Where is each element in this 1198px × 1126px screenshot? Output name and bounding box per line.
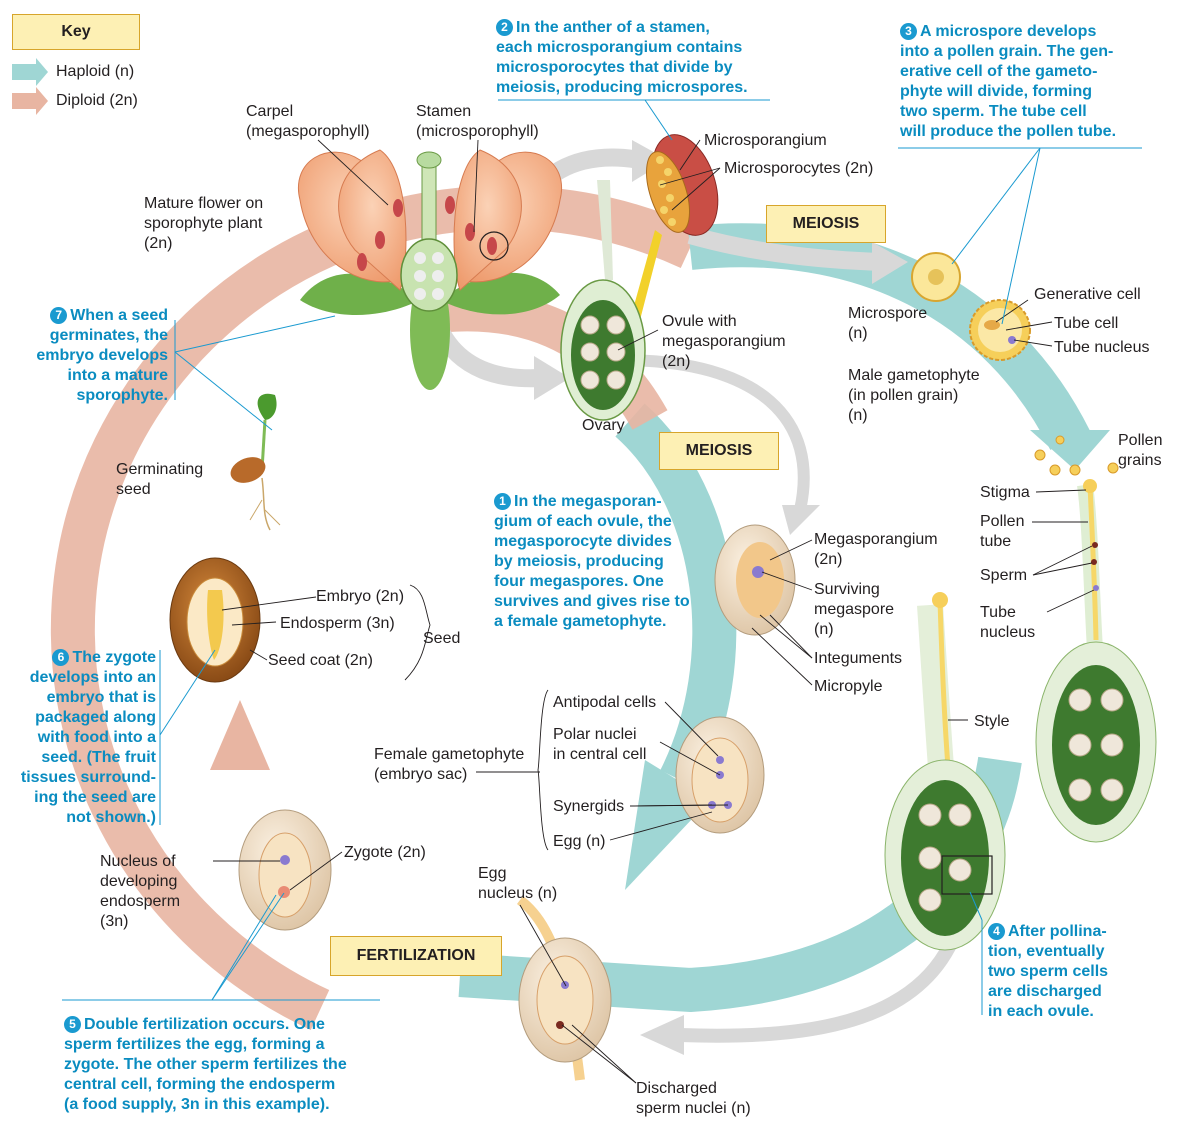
step-2-badge: 2 xyxy=(496,19,513,36)
male-gametophyte-label: Male gametophyte (in pollen grain) (n) xyxy=(848,367,980,424)
step-5-badge: 5 xyxy=(64,1016,81,1033)
grey-arrowhead-megasporangium xyxy=(782,505,820,535)
microspore-label: Microspore (n) xyxy=(848,305,928,342)
meiosis-male-box: MEIOSIS xyxy=(766,205,886,243)
fertilization-ovule xyxy=(516,896,612,1081)
mature-flower xyxy=(298,149,562,390)
germinating-seed-label: Germinating seed xyxy=(116,461,204,498)
megasporangium-ovule xyxy=(714,524,796,636)
seed xyxy=(169,557,261,683)
ovary-with-ovules xyxy=(560,180,646,421)
carpel-label: Carpel (megasporophyll) xyxy=(246,103,370,140)
step-6-badge: 6 xyxy=(52,649,70,666)
antipodal-cells-label: Antipodal cells xyxy=(553,694,657,711)
step-1-badge: 1 xyxy=(494,493,511,510)
ovule-label: Ovule with megasporangium (2n) xyxy=(662,313,786,370)
meiosis-female-box: MEIOSIS xyxy=(659,432,779,470)
sperm-label: Sperm xyxy=(980,567,1028,584)
diploid-arrowhead-left xyxy=(210,700,270,770)
endosperm-label: Endosperm (3n) xyxy=(280,615,395,632)
mature-flower-label: Mature flower on sporophyte plant (2n) xyxy=(144,195,264,252)
seed-label: Seed xyxy=(423,630,461,647)
haploid-key-label: Haploid (n) xyxy=(56,63,135,80)
haploid-arrowhead-male xyxy=(1030,430,1110,470)
egg-nucleus-label: Egg nucleus (n) xyxy=(478,865,558,902)
seed-coat-label: Seed coat (2n) xyxy=(268,652,373,669)
megasporangium-label: Megasporangium (2n) xyxy=(814,531,938,568)
step-3-badge: 3 xyxy=(900,23,917,40)
embryo-label: Embryo (2n) xyxy=(316,588,405,605)
egg-label: Egg (n) xyxy=(553,833,606,850)
microspore xyxy=(911,252,961,302)
step-5-text: Double fertilization occurs. One sperm f… xyxy=(64,1016,347,1113)
tube-cell-label: Tube cell xyxy=(1054,315,1119,332)
surviving-megaspore-label: Surviving megaspore (n) xyxy=(814,581,895,638)
polar-nuclei-label: Polar nuclei in central cell xyxy=(553,726,647,763)
pollen-grains-label: Pollen grains xyxy=(1118,432,1163,469)
discharged-sperm-label: Discharged sperm nuclei (n) xyxy=(636,1080,751,1117)
pollinated-pistil xyxy=(1034,435,1157,843)
step-6-text: The zygote develops into an embryo that … xyxy=(20,649,156,826)
haploid-key-arrow xyxy=(12,58,48,86)
callout-lines xyxy=(62,99,1142,1015)
female-gametophyte-label: Female gametophyte (embryo sac) xyxy=(374,746,525,783)
grey-arrowhead-ovary xyxy=(534,356,570,400)
step-7-text: When a seed germinates, the embryo devel… xyxy=(36,307,168,404)
grey-arrow-to-discharge xyxy=(679,917,967,1043)
tube-nucleus-label: Tube nucleus xyxy=(980,604,1036,641)
leader-lines xyxy=(213,139,1095,1084)
style-label: Style xyxy=(974,713,1010,730)
synergids-label: Synergids xyxy=(553,798,625,815)
diploid-key-arrow xyxy=(12,87,48,115)
stamen-label: Stamen (microsporophyll) xyxy=(416,103,539,140)
ovary-label: Ovary xyxy=(582,417,625,434)
zygote-label: Zygote (2n) xyxy=(344,844,426,861)
zygote-ovule xyxy=(238,809,332,931)
generative-cell-label: Generative cell xyxy=(1034,286,1141,303)
integuments-label: Integuments xyxy=(814,650,903,667)
step-4-text: After pollina- tion, eventually two sper… xyxy=(988,923,1109,1020)
pollen-tube-label: Pollen tube xyxy=(980,513,1025,550)
pollen-grain xyxy=(969,299,1031,361)
step-7-badge: 7 xyxy=(50,307,68,324)
stigma-label: Stigma xyxy=(980,484,1030,501)
step-1-text: In the megasporan- gium of each ovule, t… xyxy=(494,493,690,630)
fertilization-box: FERTILIZATION xyxy=(330,936,502,976)
step-3-text: A microspore develops into a pollen grai… xyxy=(900,23,1117,140)
grey-arrowhead-discharge xyxy=(640,1015,684,1055)
key-box: Key xyxy=(12,14,140,50)
step-2-text: In the anther of a stamen, each microspo… xyxy=(496,19,748,96)
microsporangium-label: Microsporangium xyxy=(704,132,827,149)
step-4-badge: 4 xyxy=(988,923,1005,940)
grey-arrow-to-microspore xyxy=(687,226,881,271)
nucleus-endosperm-label: Nucleus of developing endosperm (3n) xyxy=(100,853,181,930)
tube-nucleus-top-label: Tube nucleus xyxy=(1054,339,1150,356)
microsporocytes-label: Microsporocytes (2n) xyxy=(724,160,874,177)
micropyle-label: Micropyle xyxy=(814,678,883,695)
diploid-key-label: Diploid (2n) xyxy=(56,92,138,109)
grey-arrowhead-microspore xyxy=(872,242,908,284)
germinating-seed xyxy=(230,393,281,531)
grey-arrow-to-megasporangium xyxy=(619,354,810,512)
